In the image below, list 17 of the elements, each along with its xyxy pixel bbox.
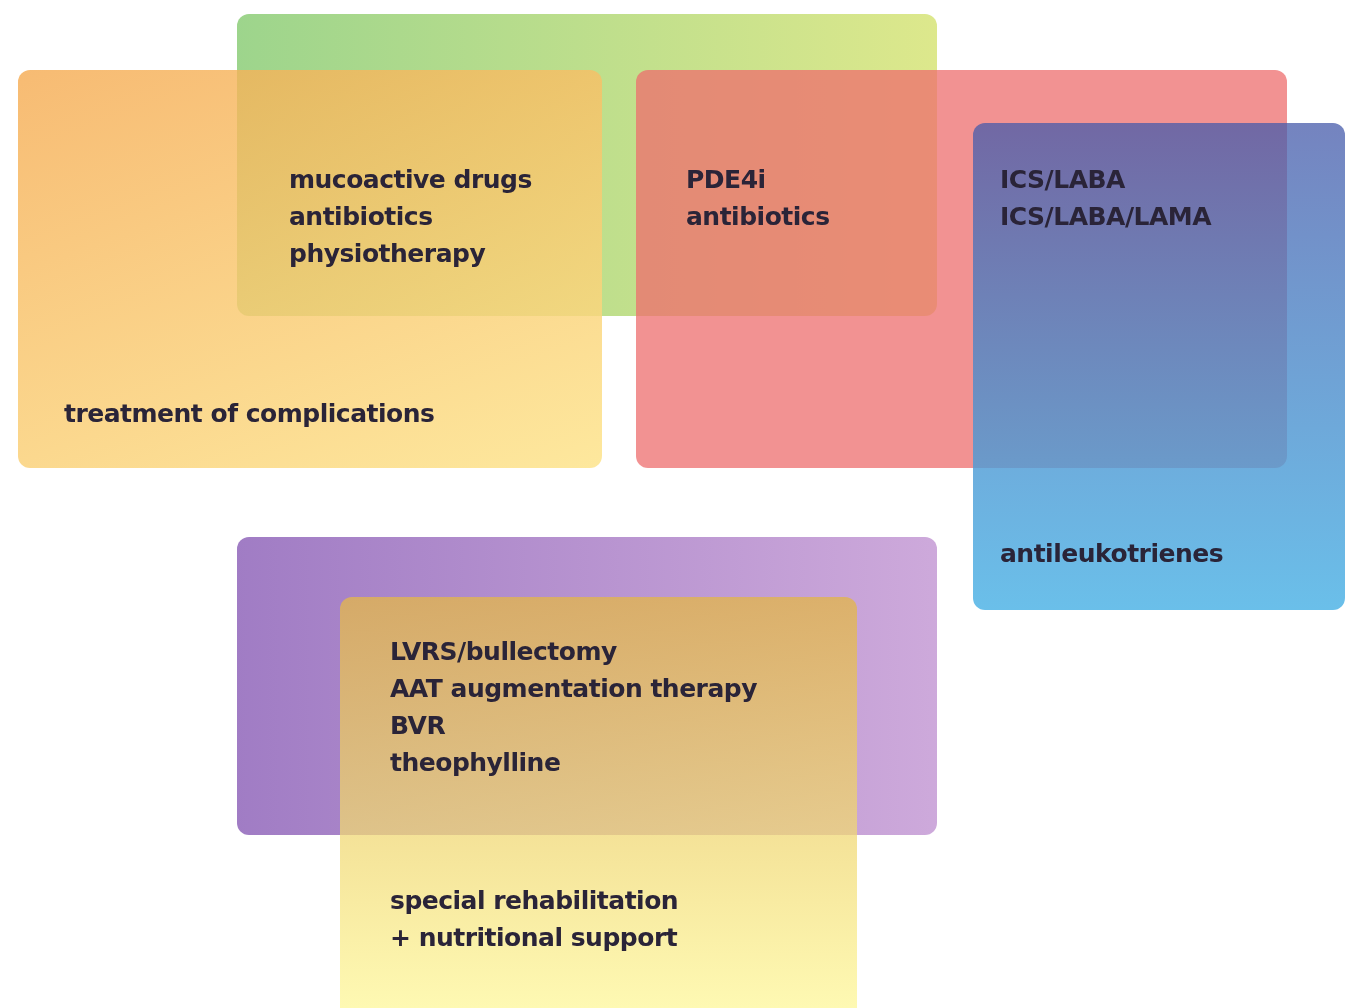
item-label: ICS/LABA/LAMA: [1000, 202, 1212, 232]
item-label: physiotherapy: [289, 239, 486, 269]
region-box: [340, 597, 857, 1008]
item-label: AAT augmentation therapy: [390, 674, 757, 704]
region-label: special rehabilitation + nutritional support: [390, 885, 680, 954]
item-label: antibiotics: [289, 202, 433, 232]
item-label: PDE4i: [686, 165, 766, 195]
region-box: [18, 70, 602, 468]
region-label: treatment of complications: [64, 398, 436, 430]
item-label: antibiotics: [686, 202, 830, 232]
item-label: mucoactive drugs: [289, 165, 532, 195]
region-box: [973, 123, 1345, 610]
item-label: LVRS/bullectomy: [390, 637, 617, 667]
item-label: ICS/LABA: [1000, 165, 1125, 195]
item-label: theophylline: [390, 748, 561, 778]
region-label: antileukotrienes: [1000, 538, 1225, 570]
item-label: BVR: [390, 711, 446, 741]
